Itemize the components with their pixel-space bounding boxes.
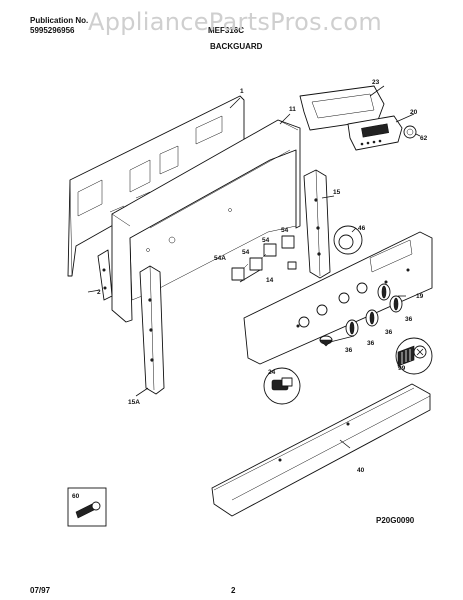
section-title: BACKGUARD	[210, 42, 263, 51]
control-panel-part	[243, 231, 433, 365]
clock-knob-part	[403, 125, 417, 139]
switch-blocks-part	[231, 235, 295, 281]
callout-labels: 1 2 11 14 15 15A 19 20 23 24 36 36 36 36…	[72, 79, 428, 500]
callout-36b: 36	[367, 340, 375, 347]
callout-20: 20	[410, 109, 418, 116]
footer-date: 07/97	[30, 586, 51, 595]
connector-part	[287, 261, 297, 270]
clock-module-part	[347, 115, 403, 151]
callout-24: 24	[268, 369, 276, 376]
callout-54a: 54	[242, 249, 250, 256]
callout-23: 23	[372, 79, 380, 86]
burner-knobs-part	[345, 283, 403, 337]
side-trim-part	[97, 249, 113, 301]
part-60-box	[67, 487, 107, 527]
figure-code: P20G0090	[376, 516, 415, 525]
callout-54A: 54A	[214, 255, 226, 262]
screw-detail	[395, 337, 433, 375]
callout-14: 14	[266, 277, 274, 284]
page-number: 2	[231, 586, 236, 595]
publication-number: 5995296956	[30, 26, 75, 35]
right-bracket-part	[303, 169, 331, 279]
callout-40: 40	[357, 467, 365, 474]
callout-62: 62	[420, 135, 428, 142]
callout-15A: 15A	[128, 399, 140, 406]
model-number: MEF316C	[208, 26, 245, 35]
callout-36c: 36	[385, 329, 393, 336]
callout-15: 15	[333, 189, 341, 196]
callout-54c: 54	[281, 227, 289, 234]
watermark: AppliancePartsPros.com	[88, 8, 383, 36]
callout-36a: 36	[345, 347, 353, 354]
large-knob-part	[333, 225, 363, 255]
callout-36d: 36	[405, 316, 413, 323]
callout-11: 11	[289, 106, 296, 113]
rocker-switch-detail	[263, 367, 301, 405]
leader-lines	[87, 85, 421, 449]
callout-60: 60	[72, 493, 80, 500]
trim-strip-part	[211, 383, 431, 517]
callout-99: 99	[398, 365, 406, 372]
indicator-light-part	[319, 335, 333, 347]
publication-label: Publication No.	[30, 16, 89, 25]
callout-1: 1	[240, 88, 244, 95]
backguard-frame-part	[111, 119, 301, 323]
left-bracket-part	[139, 265, 165, 395]
callout-2: 2	[97, 289, 101, 296]
callout-19: 19	[416, 293, 424, 300]
callout-46: 46	[358, 225, 366, 232]
callout-54b: 54	[262, 237, 270, 244]
